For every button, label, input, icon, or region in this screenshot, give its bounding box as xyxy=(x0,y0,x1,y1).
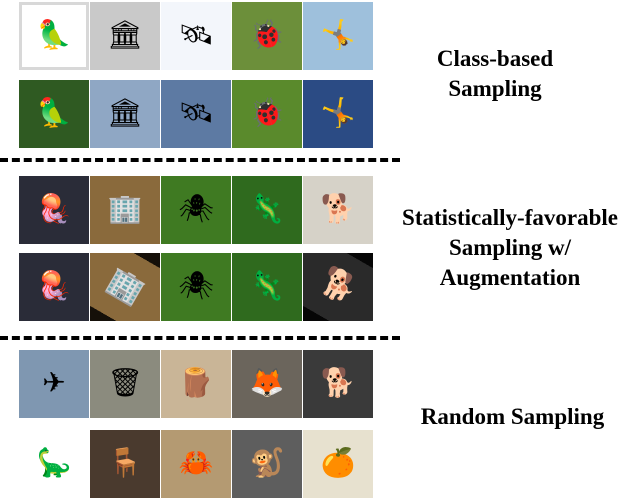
label-line: Random Sampling xyxy=(420,404,605,429)
image-tile: 🏛 xyxy=(90,2,160,70)
solar-panel-icon: 🛰 xyxy=(178,98,214,129)
image-tile: 🦕 xyxy=(19,430,89,498)
image-tile: ✈ xyxy=(19,350,89,418)
image-tile: 🐞 xyxy=(232,2,302,70)
label-line: Statistically-favorable xyxy=(402,205,618,230)
image-tile: 🪼 xyxy=(19,253,89,321)
image-tile: 🏢 xyxy=(90,176,160,244)
lizard-icon: 🦎 xyxy=(249,271,285,302)
black-dog-icon: 🐕 xyxy=(320,194,356,225)
image-tile: 🦊 xyxy=(232,350,302,418)
image-tile: 🕷 xyxy=(161,253,231,321)
newfoundland-dog-icon: 🐕 xyxy=(320,368,356,399)
image-tile: 🪵 xyxy=(161,350,231,418)
image-row: 🪼 🏢 🕷 🦎 🐕 xyxy=(19,253,375,321)
image-tile: 🏛 xyxy=(90,80,160,148)
trash-bin-icon: 🗑 xyxy=(107,368,143,399)
dome-building-icon: 🏛 xyxy=(107,98,143,129)
image-row: 🦜 🏛 🛰 🐞 🤸 xyxy=(19,2,375,70)
label-line: Sampling xyxy=(448,76,542,101)
jellyfish-icon: 🪼 xyxy=(36,271,72,302)
image-row: 🦜 🏛 🛰 🐞 🤸 xyxy=(19,80,375,148)
image-tile: 🐞 xyxy=(232,80,302,148)
image-tile: 🐕 xyxy=(303,350,373,418)
dome-building-icon: 🏛 xyxy=(107,20,143,51)
orange-fruit-icon: 🍊 xyxy=(320,448,356,479)
image-tile: 🤸 xyxy=(303,2,373,70)
spider-icon: 🕷 xyxy=(178,194,214,225)
label-line: Class-based xyxy=(436,46,554,71)
image-tile: 🛰 xyxy=(161,2,231,70)
image-tile: 🦜 xyxy=(19,80,89,148)
image-tile: 🕷 xyxy=(161,176,231,244)
image-row: 🦕 🪑 🦀 🐒 🍊 xyxy=(19,430,375,498)
dashed-divider xyxy=(0,336,400,340)
image-tile: 🐕 xyxy=(303,253,373,321)
image-tile: 🛰 xyxy=(161,80,231,148)
dinosaur-icon: 🦕 xyxy=(36,448,72,479)
jellyfish-icon: 🪼 xyxy=(36,194,72,225)
image-tile: 🦀 xyxy=(161,430,231,498)
image-row: ✈ 🗑 🪵 🦊 🐕 xyxy=(19,350,375,418)
building-facade-icon: 🏢 xyxy=(107,194,143,225)
label-random-sampling: Random Sampling xyxy=(395,402,630,432)
fox-icon: 🦊 xyxy=(249,368,285,399)
room-interior-icon: 🪑 xyxy=(107,448,143,479)
image-tile: 🦎 xyxy=(232,176,302,244)
label-line: Augmentation xyxy=(439,265,581,290)
image-tile: 🪼 xyxy=(19,176,89,244)
monkey-icon: 🐒 xyxy=(249,448,285,479)
gymnast-icon: 🤸 xyxy=(320,98,356,129)
image-tile: 🤸 xyxy=(303,80,373,148)
ladybug-icon: 🐞 xyxy=(249,20,285,51)
label-line: Sampling w/ xyxy=(448,235,572,260)
image-tile: 🦜 xyxy=(19,2,89,70)
image-tile: 🐕 xyxy=(303,176,373,244)
image-tile: 🗑 xyxy=(90,350,160,418)
dashed-divider xyxy=(0,158,400,162)
fence-icon: 🪵 xyxy=(178,368,214,399)
ladybug-icon: 🐞 xyxy=(249,98,285,129)
toucan-icon: 🦜 xyxy=(36,20,72,51)
image-tile: 🍊 xyxy=(303,430,373,498)
building-facade-icon: 🏢 xyxy=(101,263,150,310)
solar-panel-icon: 🛰 xyxy=(178,20,214,51)
fighter-jet-icon: ✈ xyxy=(42,368,66,399)
image-tile: 🦎 xyxy=(232,253,302,321)
sand-crab-icon: 🦀 xyxy=(178,448,214,479)
image-row: 🪼 🏢 🕷 🦎 🐕 xyxy=(19,176,375,244)
lizard-icon: 🦎 xyxy=(249,194,285,225)
black-dog-icon: 🐕 xyxy=(314,263,363,310)
image-tile: 🐒 xyxy=(232,430,302,498)
toucan-icon: 🦜 xyxy=(36,98,72,129)
spider-icon: 🕷 xyxy=(178,271,214,302)
gymnast-icon: 🤸 xyxy=(320,20,356,51)
image-tile: 🪑 xyxy=(90,430,160,498)
image-tile: 🏢 xyxy=(90,253,160,321)
